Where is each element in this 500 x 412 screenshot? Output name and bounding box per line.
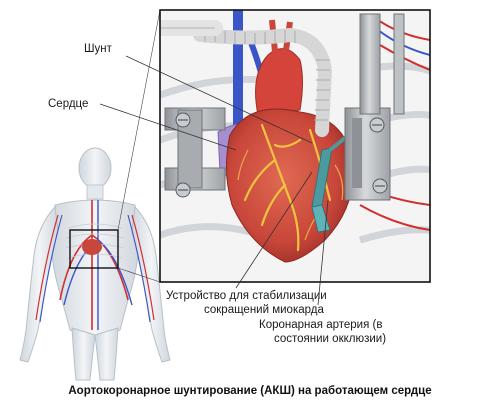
label-coronary-artery: Коронарная артерия (в состоянии окклюзии…	[259, 318, 386, 346]
label-artery-line1: Коронарная артерия (в	[259, 319, 383, 331]
surgery-view	[160, 10, 430, 282]
label-stabilizer-line1: Устройство для стабилизации	[166, 290, 327, 302]
label-shunt: Шунт	[84, 43, 112, 55]
label-stabilizer-line2: сокращений миокарда	[204, 304, 324, 316]
inset-frame	[159, 9, 431, 283]
label-artery-line2: состоянии окклюзии)	[274, 333, 387, 345]
inset-indicator-box	[69, 229, 119, 269]
figure-caption: Аортокоронарное шунтирование (АКШ) на ра…	[68, 385, 432, 397]
human-figure	[19, 147, 171, 381]
label-stabilizer: Устройство для стабилизации сокращений м…	[166, 289, 327, 317]
label-heart: Сердце	[48, 98, 89, 110]
leader-lines	[99, 55, 329, 306]
